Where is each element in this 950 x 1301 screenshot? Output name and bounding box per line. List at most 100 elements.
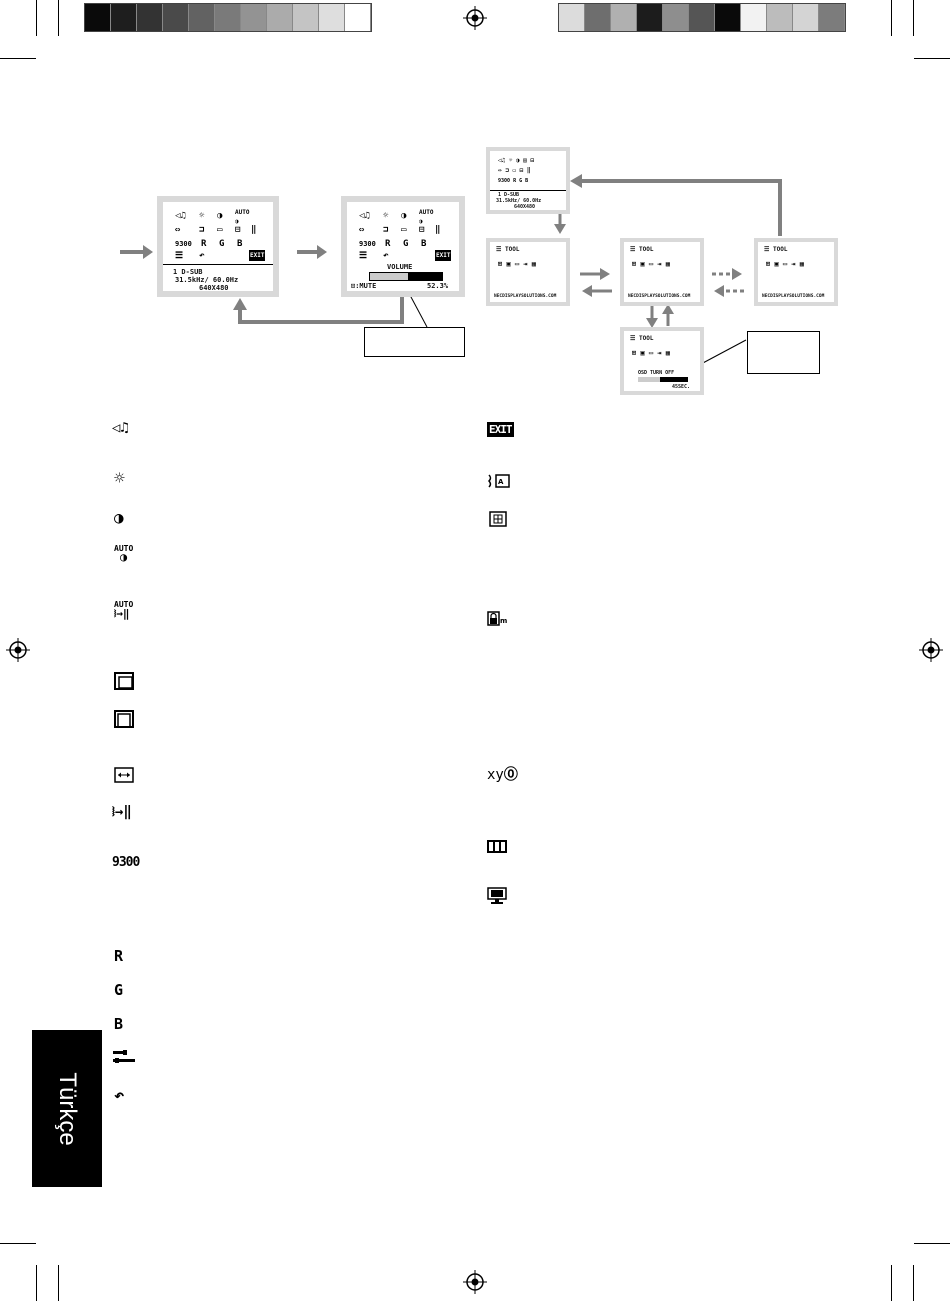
b-label: B [421, 239, 427, 249]
color-swatch [741, 4, 767, 31]
crop-mark [36, 1265, 37, 1301]
osd-input-line: 1 D-SUB [173, 268, 203, 276]
tool-url: NECDISPLAYSOLUTIONS.COM [628, 294, 691, 299]
color-swatch [767, 4, 793, 31]
osd-tool-screen-1: ☰ TOOL ⊞ ▣ ▭ ⇥ ▦ NECDISPLAYSOLUTIONS.COM [486, 238, 570, 306]
h-position-icon: ⇔ [175, 225, 181, 235]
osd-small-resolution-line: 640X480 [514, 204, 536, 210]
svg-text:m: m [500, 617, 507, 625]
crop-mark [58, 0, 59, 36]
osd-small-input-line: 1 D-SUB [498, 192, 520, 198]
exit-icon: EXIT [435, 250, 452, 261]
register-mark-icon [6, 638, 30, 662]
tool-title: ☰ TOOL [764, 246, 788, 253]
color-swatch [611, 4, 637, 31]
speaker-music-icon: ◁♫ [112, 420, 129, 436]
color-bar-left [84, 3, 372, 32]
osd-flow-diagram-right [554, 174, 782, 373]
h-position-icon: ⇔ [359, 225, 365, 235]
register-mark-icon [463, 1270, 487, 1294]
register-mark-icon [919, 638, 943, 662]
h-size-icon: ⊟ [419, 225, 425, 235]
volume-title: VOLUME [387, 263, 413, 271]
h-size-icon: ⊟ [235, 225, 241, 235]
color-swatch [637, 4, 663, 31]
crop-mark [891, 1265, 892, 1301]
volume-slider[interactable] [369, 272, 443, 281]
exit-icon: EXIT [249, 250, 266, 261]
color-swatch [689, 4, 715, 31]
crop-mark [58, 1265, 59, 1301]
osd-turnoff-label: OSD TURN OFF [638, 370, 675, 376]
auto-adjust-icon: AUTO⧘→‖ [114, 600, 134, 620]
sun-icon: ☼ [383, 211, 389, 221]
callout-box-right [747, 331, 820, 374]
svg-text:A: A [498, 478, 504, 486]
osd-turnoff-slider[interactable] [638, 377, 688, 382]
color-bar-right [558, 3, 846, 32]
half-circle-icon: ◑ [114, 508, 124, 527]
osd-tool-screen-3: ☰ TOOL ⊞ ▣ ▭ ⇥ ▦ NECDISPLAYSOLUTIONS.COM [754, 238, 838, 306]
color-swatch [793, 4, 819, 31]
green-icon: G [114, 981, 124, 999]
side-tab-label: Türkçe [54, 1071, 81, 1146]
monitor-info-icon [487, 887, 507, 904]
resolution-notifier-icon: xy⓪ [487, 767, 518, 783]
reset-icon: ↶ [114, 1086, 125, 1106]
color-swatch [293, 4, 319, 31]
speaker-music-icon: ◁♫ [359, 211, 370, 221]
v-position-icon: ⊐ [383, 225, 389, 235]
osd-position-icon [489, 511, 507, 527]
g-label: G [219, 239, 225, 249]
color-swatch [663, 4, 689, 31]
tool-title: ☰ TOOL [496, 246, 520, 253]
sun-icon: ☼ [114, 468, 125, 489]
osd-volume-screen: ◁♫ ☼ ◑ AUTO◑ ⇔ ⊐ ▭ ⊟ ‖ 9300 R G B ☰ ↶ EX… [341, 196, 465, 297]
color-preset-icon: 9300 [112, 855, 140, 870]
tool-url: NECDISPLAYSOLUTIONS.COM [494, 294, 557, 299]
color-swatch [85, 4, 111, 31]
mini-color-row: 9300 R G B [498, 178, 529, 184]
color-swatch [319, 4, 345, 31]
exit-icon: EXIT [487, 422, 514, 437]
sun-icon: ☼ [199, 211, 205, 221]
osd-turnoff-seconds: 45SEC. [672, 384, 691, 390]
g-label: G [403, 239, 409, 249]
color-swatch [345, 4, 371, 31]
color-swatch [267, 4, 293, 31]
color-swatch [189, 4, 215, 31]
mini-icon-grid: ◁♫ ☼ ◑ ▤ ⊟ [498, 157, 535, 164]
crop-mark [0, 1243, 36, 1244]
color-preset-label: 9300 [175, 240, 192, 248]
tool-icon [113, 1050, 135, 1063]
mute-label: ⊡:MUTE [351, 282, 377, 290]
crop-mark [0, 58, 36, 59]
color-swatch [241, 4, 267, 31]
color-swatch [111, 4, 137, 31]
fine-icon: ‖ [435, 225, 441, 235]
crop-mark [914, 58, 950, 59]
osd-lock-icon: m [487, 611, 507, 626]
osd-resolution-line: 640X480 [199, 284, 229, 292]
register-mark-icon [463, 6, 487, 30]
speaker-music-icon: ◁♫ [175, 211, 186, 221]
reset-icon: ↶ [199, 251, 205, 261]
callout-box-left [364, 327, 465, 357]
tool-icon-row: ⊞ ▣ ▭ ⇥ ▦ [498, 260, 536, 268]
v-position-icon: ⊐ [199, 225, 205, 235]
h-size-icon [114, 767, 134, 783]
crop-mark [36, 0, 37, 36]
tool-icon: ☰ [359, 251, 368, 261]
r-label: R [201, 239, 207, 249]
color-swatch [215, 4, 241, 31]
hot-key-icon [487, 840, 507, 853]
osd-turnoff-screen: ☰ TOOL ⊞ ▣ ▭ ⇥ ▦ OSD TURN OFF 45SEC. [620, 327, 704, 395]
screen-icon: ▭ [401, 225, 407, 235]
color-swatch [585, 4, 611, 31]
b-label: B [237, 239, 243, 249]
screen-icon: ▭ [217, 225, 223, 235]
language-side-tab: Türkçe [32, 1030, 102, 1187]
half-circle-icon: ◑ [217, 211, 223, 221]
red-icon: R [114, 947, 124, 965]
language-icon: A [487, 474, 510, 488]
